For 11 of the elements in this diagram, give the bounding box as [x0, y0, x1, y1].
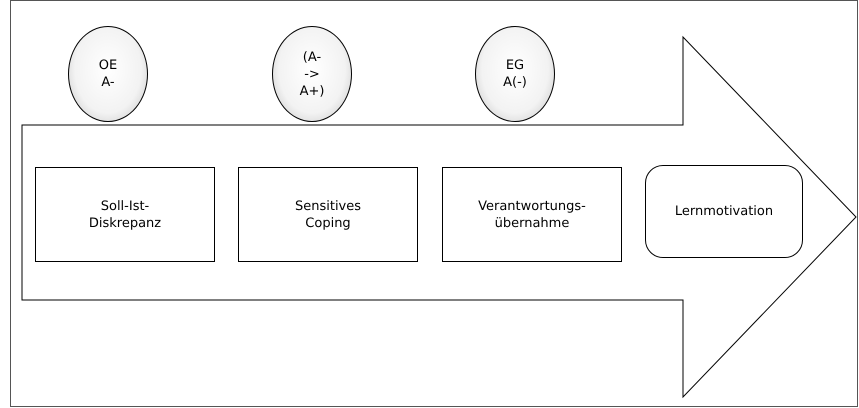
- node-label: EG A(-): [503, 57, 527, 91]
- node-label: Verantwortungs- übernahme: [478, 198, 586, 232]
- process-box: [35, 167, 215, 262]
- node-label: (A- -> A+): [300, 48, 324, 100]
- node-label: Soll-Ist- Diskrepanz: [88, 198, 162, 232]
- node-label: Sensitives Coping: [294, 198, 362, 232]
- process-box: [442, 167, 622, 262]
- node-label: Lernmotivation: [674, 203, 774, 220]
- process-box: [238, 167, 418, 262]
- result-box: [645, 165, 803, 258]
- node-label: OE A-: [98, 57, 118, 91]
